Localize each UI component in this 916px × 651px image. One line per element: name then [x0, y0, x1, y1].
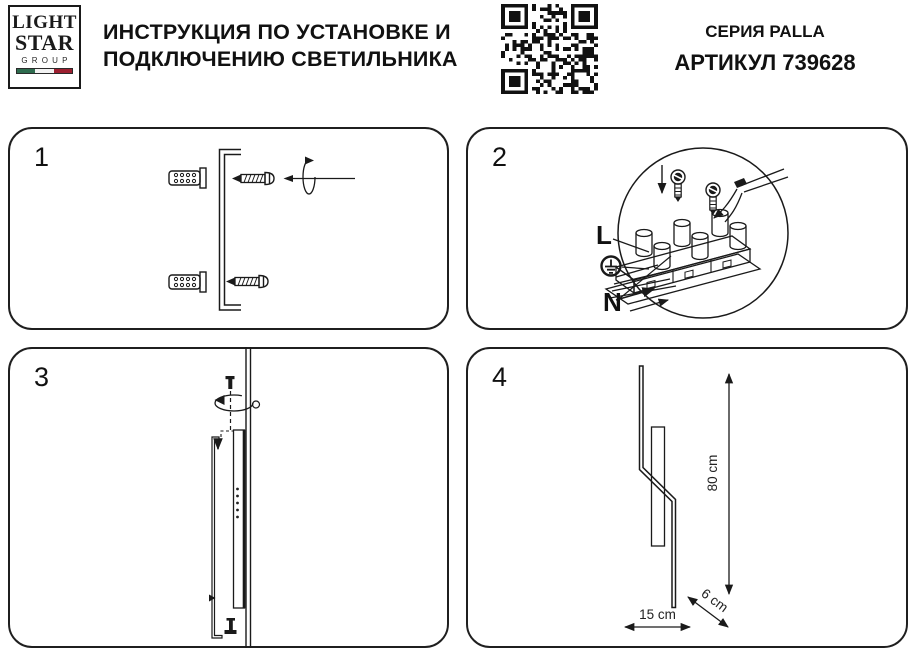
depth-label: 6 cm — [699, 586, 731, 616]
series-label: СЕРИЯ PALLA — [705, 22, 825, 41]
wall-anchor-icon — [168, 167, 207, 189]
ground-icon — [600, 255, 622, 277]
height-label: 80 cm — [705, 455, 720, 492]
logo-word-star: STAR — [14, 30, 75, 55]
step-4-illustration: 80 cm 15 cm 6 cm — [623, 365, 734, 632]
lightstar-logo: LIGHT STAR GROUP — [8, 5, 81, 89]
rotation-arrow-icon — [214, 394, 261, 412]
terminal-block — [604, 235, 762, 305]
step-2-illustration: L N — [596, 147, 789, 319]
screw-icon — [226, 274, 269, 289]
supply-cable — [713, 168, 789, 223]
logo-word-light: LIGHT — [12, 12, 77, 33]
live-label: L — [596, 220, 612, 250]
neutral-leader-line — [618, 255, 672, 300]
live-leader-line — [612, 238, 650, 253]
screw-icon — [232, 171, 275, 186]
step-1-number: 1 — [34, 142, 50, 172]
step-2-number: 2 — [492, 142, 508, 172]
step-1-panel: 1 — [8, 127, 449, 330]
ground-leader-line — [621, 266, 650, 270]
page-title-line1: ИНСТРУКЦИЯ ПО УСТАНОВКЕ И — [103, 20, 451, 44]
step-3-panel: 3 — [8, 347, 449, 648]
terminal-screw-icon — [705, 182, 721, 215]
terminal-screw-icon — [670, 169, 686, 202]
qr-code — [501, 4, 598, 94]
wall-anchor-icon — [168, 271, 207, 293]
step-2-panel: 2 — [466, 127, 908, 330]
wires — [609, 264, 677, 312]
fixture-side-view — [220, 429, 246, 609]
mounting-bracket — [218, 148, 241, 311]
page-title-line2: ПОДКЛЮЧЕНИЮ СВЕТИЛЬНИКА — [103, 47, 458, 71]
depth-dimension: 6 cm — [687, 586, 731, 628]
height-dimension: 80 cm — [705, 372, 734, 596]
step-3-number: 3 — [34, 362, 50, 392]
step-4-number: 4 — [492, 362, 508, 392]
logo-word-group: GROUP — [21, 56, 72, 65]
step-4-panel: 4 80 cm 15 cm 6 cm — [466, 347, 908, 648]
wall-line — [245, 347, 252, 648]
italian-flag-stripe — [16, 68, 73, 74]
article-label: АРТИКУЛ 739628 — [674, 50, 856, 75]
fixture-backplate — [650, 426, 666, 547]
rotation-arrow-icon — [283, 156, 355, 195]
detail-circle — [617, 147, 789, 319]
width-label: 15 cm — [639, 607, 676, 622]
width-dimension: 15 cm — [623, 607, 692, 632]
screw-icon — [224, 618, 237, 634]
mounting-bracket — [209, 436, 223, 639]
screw-icon — [225, 376, 235, 389]
page-title: ИНСТРУКЦИЯ ПО УСТАНОВКЕ И ПОДКЛЮЧЕНИЮ СВ… — [103, 19, 503, 73]
neutral-label: N — [603, 287, 622, 317]
step-1-illustration — [168, 148, 355, 311]
fixture-outline — [638, 365, 677, 609]
step-3-illustration — [209, 347, 261, 648]
